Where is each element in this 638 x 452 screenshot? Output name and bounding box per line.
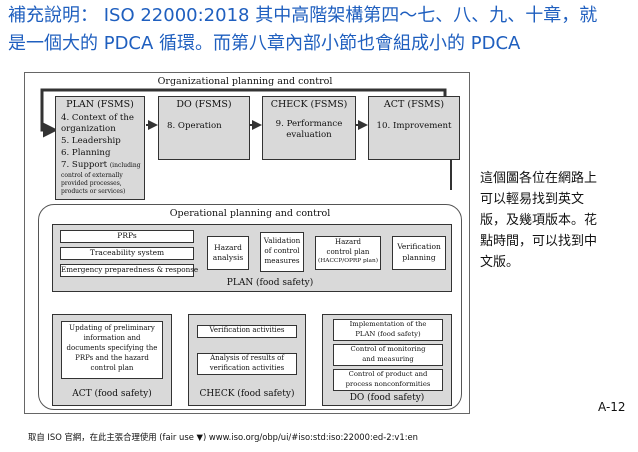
verification-activities-box: Verification activities: [197, 325, 297, 338]
validation-line-2: of control: [264, 246, 300, 255]
validation-line-3: measures: [264, 256, 300, 265]
prps-label: PRPs: [117, 231, 137, 240]
prps-box: PRPs: [60, 230, 194, 243]
hazard-control-plan-box: Hazard control plan (HACCP/OPRP plan): [315, 236, 381, 270]
validation-line-1: Validation: [263, 236, 301, 245]
monitoring-box: Control of monitoring and measuring: [333, 344, 443, 366]
plan-fsms-note-3: products or services): [61, 188, 126, 195]
verification-planning-line-1: Verification: [397, 242, 441, 251]
act-update-line-4: PRPs and the hazard: [75, 354, 149, 362]
act-fsms-item: 10. Improvement: [376, 121, 452, 131]
plan-fsms-item-7-label: 7. Support: [61, 160, 108, 170]
check-fsms-title: CHECK (FSMS): [270, 99, 348, 110]
act-update-line-2: information and: [83, 334, 141, 342]
hazard-control-plan-line-1: Hazard: [335, 238, 361, 246]
check-fsms-item-1: 9. Performance: [275, 119, 343, 129]
do-fsms-item: 8. Operation: [167, 121, 222, 131]
plan-fsms-item-7-note: (including: [109, 162, 141, 169]
plan-fsms-item-5: 5. Leadership: [61, 136, 121, 146]
verification-planning-line-2: planning: [402, 253, 436, 262]
hazard-analysis-box: Hazard analysis: [207, 236, 249, 270]
page-number: A-12: [598, 400, 626, 414]
side-note-line-5: 文版。: [480, 255, 520, 270]
act-update-line-3: documents specifying the: [66, 344, 158, 352]
emergency-box: Emergency preparedness & response: [60, 264, 199, 277]
side-note-line-3: 版，及幾項版本。花: [480, 213, 598, 228]
check-food-safety-box: Verification activities Analysis of resu…: [188, 314, 306, 406]
side-note-line-2: 可以輕易找到英文: [480, 192, 585, 207]
hazard-control-plan-line-3: (HACCP/OPRP plan): [317, 258, 378, 264]
check-fsms-item-2: evaluation: [286, 130, 332, 140]
emergency-label: Emergency preparedness & response: [61, 265, 199, 274]
source-footer: 取自 ISO 官網，在此主張合理使用 (fair use ▼) www.iso.…: [28, 432, 418, 442]
plan-fsms-box: PLAN (FSMS) 4. Context of the organizati…: [55, 96, 145, 200]
do-food-safety-label: DO (food safety): [349, 393, 425, 403]
heading-line-2: 是一個大的 PDCA 循環。而第八章內部小節也會組成小的 PDCA: [8, 33, 521, 54]
analysis-results-line-2: verification activities: [209, 364, 285, 372]
traceability-box: Traceability system: [60, 247, 194, 260]
heading: 補充說明： ISO 22000:2018 其中高階架構第四～七、八、九、十章，就…: [8, 2, 628, 58]
plan-fsms-item-4: 4. Context of the: [61, 113, 134, 123]
plan-fsms-item-4b: organization: [61, 124, 116, 134]
validation-box: Validation of control measures: [260, 232, 304, 272]
act-food-safety-label: ACT (food safety): [72, 389, 152, 399]
act-food-safety-box: Updating of preliminary information and …: [52, 314, 172, 406]
implementation-box: Implementation of the PLAN (food safety): [333, 319, 443, 341]
plan-fsms-item-7: 7. Support (including: [61, 160, 141, 170]
hazard-control-plan-line-2: control plan: [326, 248, 370, 256]
nonconformities-box: Control of product and process nonconfor…: [333, 369, 443, 391]
side-note-line-4: 點時間，可以找到中: [480, 234, 598, 249]
side-note-line-1: 這個圖各位在網路上: [480, 171, 598, 186]
monitoring-line-2: and measuring: [362, 355, 414, 363]
operational-title: Operational planning and control: [140, 208, 360, 219]
act-update-box: Updating of preliminary information and …: [61, 321, 163, 379]
do-fsms-box: DO (FSMS) 8. Operation: [158, 96, 250, 160]
verification-activities-label: Verification activities: [209, 326, 285, 334]
act-update-line-5: control plan: [90, 364, 134, 372]
do-fsms-title: DO (FSMS): [176, 99, 232, 110]
act-update-line-1: Updating of preliminary: [69, 324, 155, 332]
act-fsms-title: ACT (FSMS): [383, 99, 445, 110]
nonconformities-line-1: Control of product and: [348, 370, 428, 378]
hazard-analysis-line-2: analysis: [212, 253, 244, 262]
verification-planning-box: Verification planning: [392, 236, 446, 270]
organizational-title: Organizational planning and control: [157, 76, 333, 87]
implementation-line-2: PLAN (food safety): [355, 330, 421, 338]
nonconformities-line-2: process nonconformities: [345, 380, 431, 388]
analysis-results-line-1: Analysis of results of: [210, 354, 284, 362]
implementation-line-1: Implementation of the: [349, 320, 427, 328]
check-fsms-box: CHECK (FSMS) 9. Performance evaluation: [262, 96, 356, 160]
plan-fsms-note-2: provided processes,: [61, 180, 122, 187]
plan-fsms-title: PLAN (FSMS): [66, 99, 134, 110]
hazard-analysis-line-1: Hazard: [214, 243, 242, 252]
plan-food-safety-label: PLAN (food safety): [226, 278, 314, 288]
traceability-label: Traceability system: [89, 248, 165, 257]
analysis-results-box: Analysis of results of verification acti…: [197, 353, 297, 375]
act-fsms-box: ACT (FSMS) 10. Improvement: [368, 96, 460, 160]
side-note: 這個圖各位在網路上 可以輕易找到英文 版，及幾項版本。花 點時間，可以找到中 文…: [480, 168, 630, 273]
check-food-safety-label: CHECK (food safety): [199, 389, 295, 399]
plan-fsms-note-1: control of externally: [61, 172, 123, 179]
monitoring-line-1: Control of monitoring: [350, 345, 426, 353]
do-food-safety-box: Implementation of the PLAN (food safety)…: [322, 314, 452, 406]
plan-fsms-item-6: 6. Planning: [61, 148, 111, 158]
heading-line-1: 補充說明： ISO 22000:2018 其中高階架構第四～七、八、九、十章，就: [8, 5, 598, 26]
